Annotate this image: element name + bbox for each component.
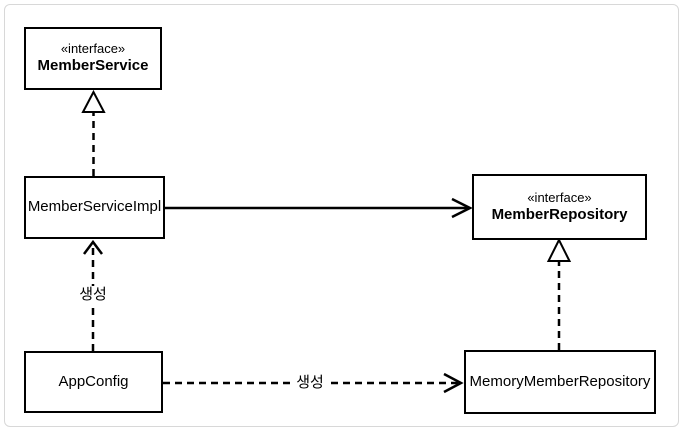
- edge-realization-memorymemberrepository-memberrepository: [546, 237, 572, 350]
- stereotype-label: «interface»: [60, 41, 126, 56]
- class-box-memberserviceimpl: MemberServiceImpl: [24, 176, 165, 239]
- class-box-memberrepository: «interface» MemberRepository: [472, 174, 647, 240]
- edge-label-create-vertical: 생성: [77, 286, 109, 304]
- class-name-memberserviceimpl: MemberServiceImpl: [27, 198, 162, 216]
- class-box-memorymemberrepository: MemoryMemberRepository: [464, 350, 656, 414]
- class-name-appconfig: AppConfig: [58, 372, 129, 390]
- edge-realization-memberserviceimpl-memberservice: [81, 89, 106, 176]
- class-name-memberservice: MemberService: [37, 57, 149, 75]
- class-box-appconfig: AppConfig: [24, 351, 163, 413]
- stereotype-label: «interface»: [527, 189, 592, 205]
- class-name-memberrepository: MemberRepository: [491, 205, 628, 223]
- class-name-memorymemberrepository: MemoryMemberRepository: [469, 372, 651, 390]
- edge-dependency-memberserviceimpl-memberrepository: [165, 197, 473, 219]
- edge-label-create-horizontal: 생성: [294, 374, 326, 392]
- class-box-memberservice: «interface» MemberService: [24, 27, 162, 90]
